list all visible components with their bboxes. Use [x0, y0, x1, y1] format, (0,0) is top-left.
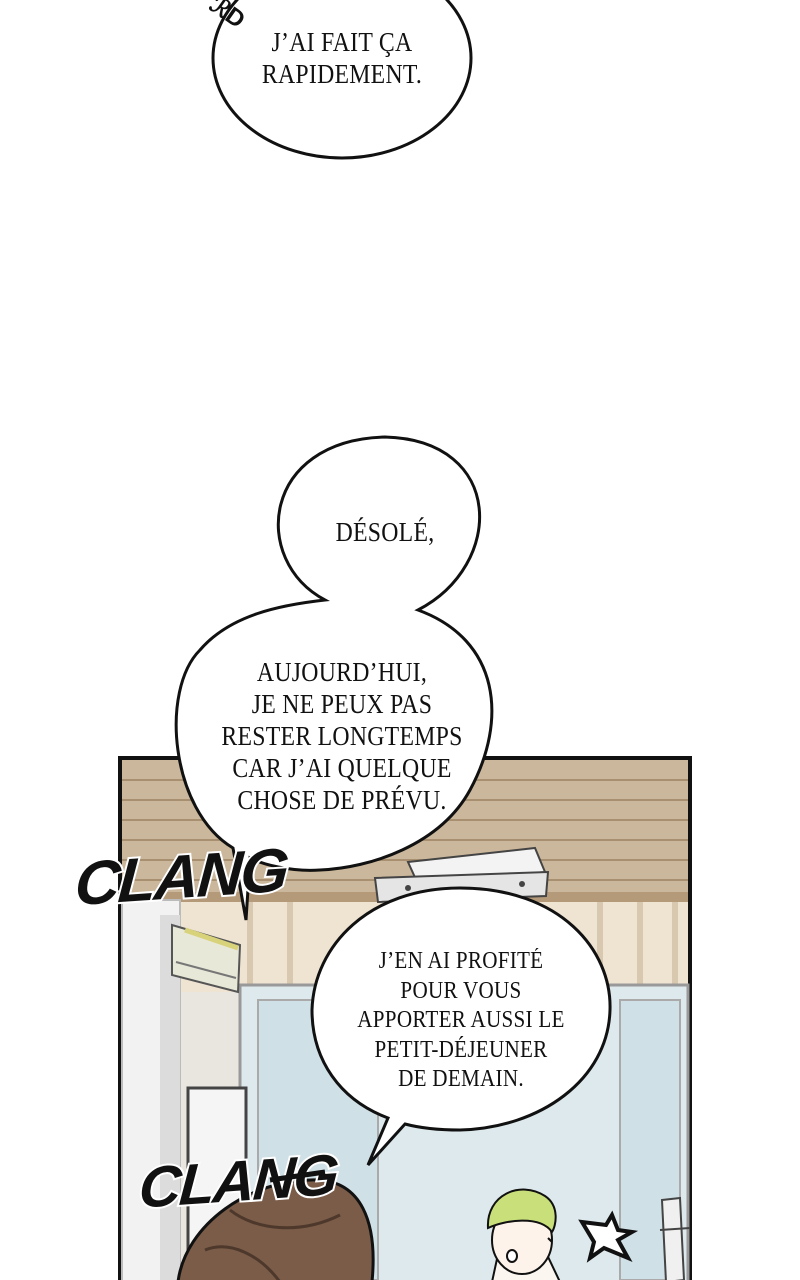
bubble-text-top: J’AI FAIT ÇA RAPIDEMENT.	[261, 27, 423, 89]
sfx-dash-line	[269, 1169, 326, 1183]
air-conditioner	[171, 923, 242, 994]
bubble-text-sorry: DÉSOLÉ,	[335, 517, 435, 547]
chair	[659, 1196, 691, 1280]
speech-bubble-breakfast	[310, 886, 612, 1167]
wall-edge	[160, 915, 180, 1280]
speech-bubble-top	[211, 0, 473, 160]
bubble-text-today: AUJOURD’HUI, JE NE PEUX PAS RESTER LONGT…	[221, 657, 463, 815]
character-green-hair	[486, 1188, 561, 1280]
character-brown-hair	[176, 1178, 375, 1280]
bubble-text-breakfast: J’EN AI PROFITÉ POUR VOUS APPORTER AUSSI…	[357, 948, 565, 1092]
surprise-burst-icon	[578, 1210, 639, 1263]
speech-bubble-apology	[174, 435, 494, 921]
